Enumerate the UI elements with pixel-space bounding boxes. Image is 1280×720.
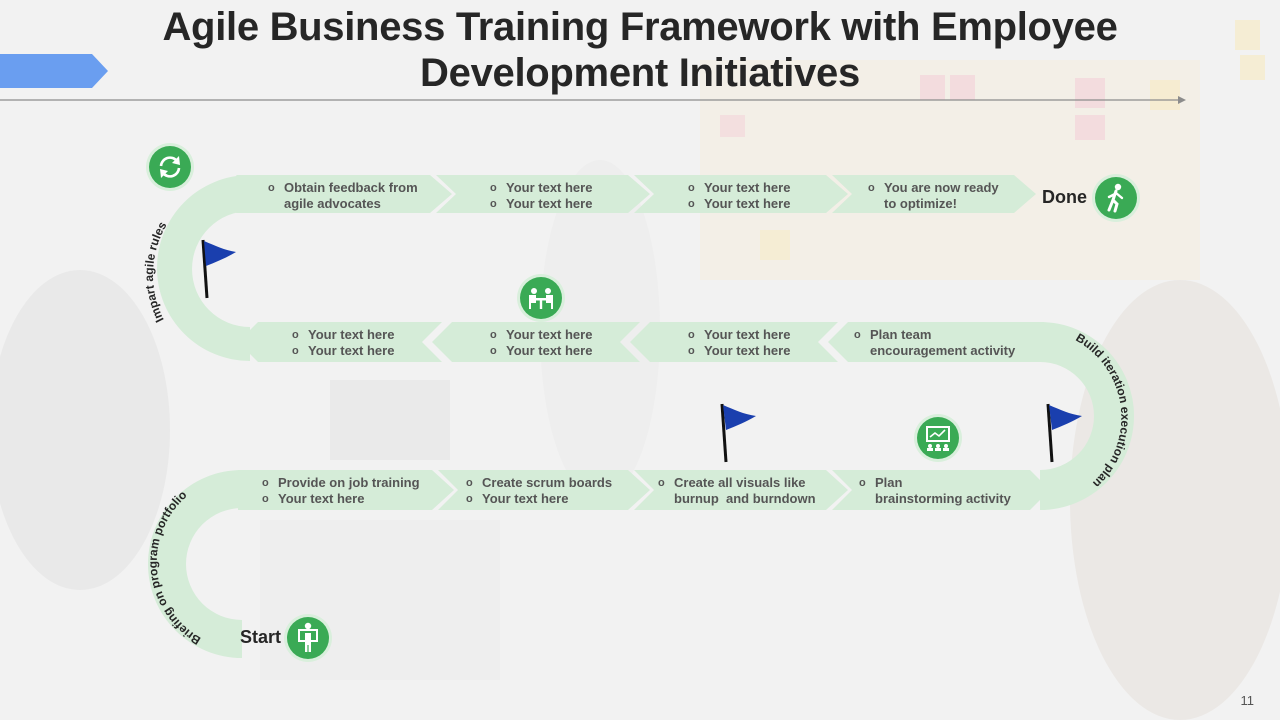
presentation-board-icon	[917, 417, 959, 459]
underline-arrowhead	[1178, 96, 1186, 104]
row1-arrow-2	[436, 175, 650, 213]
walking-person-icon	[1095, 177, 1137, 219]
person-with-board-icon	[287, 617, 329, 659]
accent-tag	[0, 54, 108, 88]
flag-icon	[201, 239, 236, 299]
title-line-2: Development Initiatives	[420, 51, 860, 95]
flag-icon	[1046, 403, 1082, 463]
flag-icon	[720, 403, 756, 463]
done-label: Done	[1042, 187, 1087, 207]
meeting-table-icon	[520, 277, 562, 319]
row1-arrow-4	[832, 175, 1036, 213]
row3-arrow-3	[634, 470, 848, 510]
page-number: 11	[1240, 693, 1255, 708]
row2-arrow-1	[238, 322, 442, 362]
title-line-1: Agile Business Training Framework with E…	[162, 5, 1118, 49]
row2-arrow-2	[432, 322, 640, 362]
curve-bottom-left	[148, 470, 242, 658]
row3-arrow-4	[832, 470, 1050, 510]
row1-arrow-3	[634, 175, 848, 213]
curve-right	[1040, 322, 1134, 510]
row2-arrow-4	[828, 322, 1044, 362]
refresh-cycle-icon	[149, 146, 191, 188]
row3-arrow-1	[238, 470, 454, 510]
row3-arrow-2	[438, 470, 650, 510]
curve-top-left	[157, 175, 250, 361]
row1-arrow-1	[236, 175, 452, 213]
slide-title: Agile Business Training Framework with E…	[110, 4, 1170, 96]
start-label: Start	[240, 627, 282, 647]
row2-arrow-3	[630, 322, 838, 362]
